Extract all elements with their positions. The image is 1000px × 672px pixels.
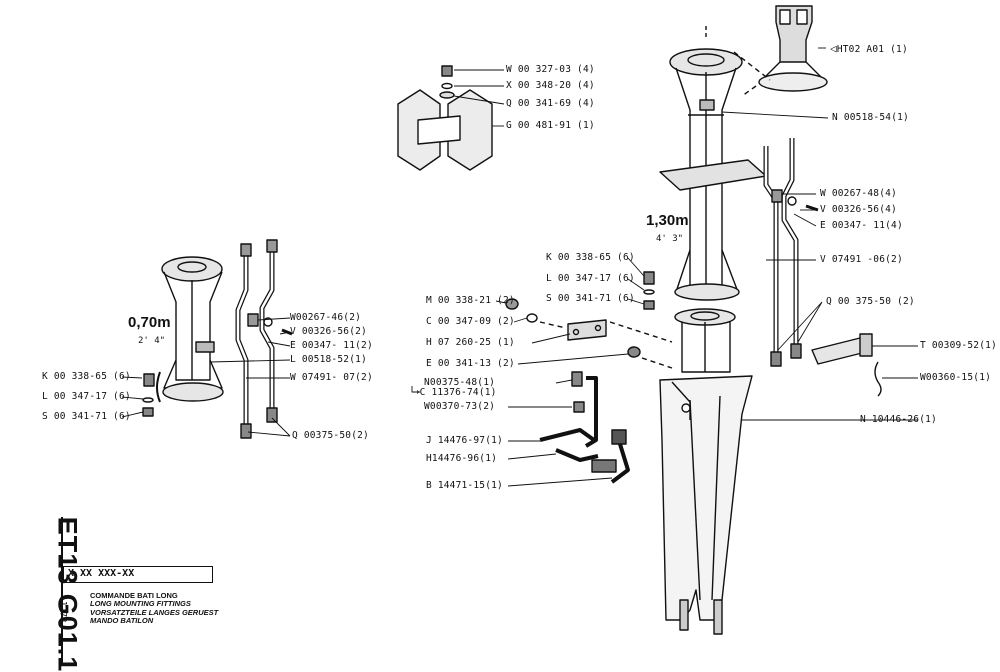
- label-v00326-56-2: V 00326-56(2): [290, 326, 367, 337]
- label-w00370: W00370-73(2): [424, 401, 496, 412]
- hydraulic-fittings: [539, 371, 630, 484]
- label-c00347: C 00 347-09 (2): [426, 316, 515, 327]
- drawing-code: ET13 G01.1: [52, 516, 83, 672]
- leader-lines: [121, 47, 918, 487]
- label-b14471: B 14471-15(1): [426, 480, 503, 491]
- label-l00347-right: L 00 347-17 (6): [546, 273, 635, 284]
- long-mast-length: 1,30m: [646, 212, 689, 229]
- label-w00267-48: W 00267-48(4): [820, 188, 897, 199]
- leg-assembly: [659, 308, 753, 635]
- label-h14476: H14476-96(1): [426, 453, 498, 464]
- label-q00341: Q 00 341-69 (4): [506, 98, 595, 109]
- mast-head-part: [733, 5, 828, 97]
- label-x00348: X 00 348-20 (4): [506, 80, 595, 91]
- label-w00360: W00360-15(1): [920, 372, 992, 383]
- middle-parts: [505, 271, 673, 369]
- clamp-part: [397, 65, 493, 171]
- title-spanish: MANDO BATILON: [90, 616, 154, 626]
- title-block-code-frame: ET13 G01.1: [19, 517, 82, 672]
- reference-number: X XX XXX-XX: [68, 568, 135, 579]
- short-mast-length: 0,70m: [128, 314, 171, 331]
- label-w07491-07: W 07491- 07(2): [290, 372, 373, 383]
- long-mast-body: [659, 26, 767, 301]
- left-pipes: [235, 239, 293, 439]
- label-k00338-right: K 00 338-65 (6): [546, 252, 635, 263]
- label-w00267-46: W00267-46(2): [290, 312, 362, 323]
- title-block-titles: COMMANDE BATI LONG LONG MOUNTING FITTING…: [90, 591, 219, 626]
- label-n00375: N00375-48(1): [424, 377, 496, 388]
- label-e00347-4: E 00347- 11(4): [820, 220, 903, 231]
- label-v07491-06: V 07491 -06(2): [820, 254, 903, 265]
- label-t00309: T 00309-52(1): [920, 340, 997, 351]
- short-mast: [142, 256, 224, 417]
- reference-box: X XX XXX-XX: [63, 566, 213, 583]
- pin-part: [811, 333, 882, 397]
- label-ht02: ◁HT02 A01 (1): [830, 42, 908, 55]
- title-english: LONG MOUNTING FITTINGS: [90, 599, 191, 609]
- label-v00326-56-4: V 00326-56(4): [820, 204, 897, 215]
- label-e00347-2: E 00347- 11(2): [290, 340, 373, 351]
- label-s00341-right: S 00 341-71 (6): [546, 293, 635, 304]
- label-q00375-50-right: Q 00 375-50 (2): [826, 296, 915, 307]
- label-h07260: H 07 260-25 (1): [426, 337, 515, 348]
- right-pipes: [763, 138, 819, 367]
- label-g00481: G 00 481-91 (1): [506, 120, 595, 131]
- label-m00338: M 00 338-21 (2): [426, 295, 515, 306]
- title-french: COMMANDE BATI LONG: [90, 591, 178, 600]
- label-k00338-left: K 00 338-65 (6): [42, 371, 131, 382]
- label-l00347-left: L 00 347-17 (6): [42, 391, 131, 402]
- long-mast-length-ft: 4' 3": [656, 234, 684, 244]
- label-c11376: ➜C 11376-74(1): [414, 387, 497, 398]
- short-mast-length-ft: 2' 4": [138, 336, 166, 346]
- label-q00375-50-left: Q 00375-50(2): [292, 430, 369, 441]
- title-german: VORSATZTEILE LANGES GERUEST: [90, 607, 219, 617]
- drawing-date: 11-73: [57, 595, 68, 623]
- label-n10446: N 10446-26(1): [860, 414, 937, 425]
- label-j14476: J 14476-97(1): [426, 435, 503, 446]
- label-l00518-52: L 00518-52(1): [290, 354, 367, 365]
- label-w00327: W 00 327-03 (4): [506, 64, 595, 75]
- label-e00341: E 00 341-13 (2): [426, 358, 515, 369]
- label-s00341-left: S 00 341-71 (6): [42, 411, 131, 422]
- label-n00518-54: N 00518-54(1): [832, 112, 909, 123]
